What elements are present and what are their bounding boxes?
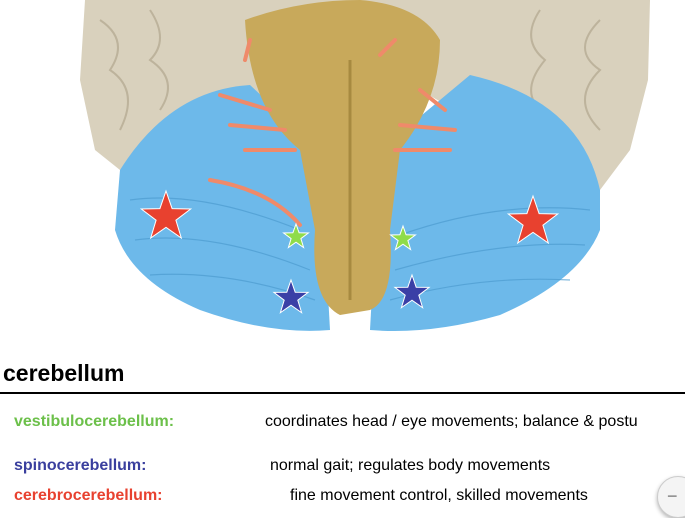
desc-cerebrocerebellum: fine movement control, skilled movements [290,487,588,504]
cerebellum-right-lobe [370,75,600,331]
term-cerebrocerebellum: cerebrocerebellum: [14,487,163,504]
cerebellum-left-lobe [115,85,330,331]
cerebrum-folds [99,9,602,131]
cranial-nerves [208,38,457,227]
cerebrum [80,0,650,190]
spinocerebellum-star-right [393,273,431,309]
cerebellum-illustration [80,0,650,331]
cerebrocerebellum-star-left [139,189,193,240]
zoom-out-button[interactable]: − [657,476,685,518]
brainstem [245,0,440,315]
spinocerebellum-star-left [272,278,310,314]
vestibulocerebellum-star-right [389,224,417,251]
section-title: cerebellum [3,360,125,386]
term-vestibulocerebellum: vestibulocerebellum: [14,413,175,430]
desc-vestibulocerebellum: coordinates head / eye movements; balanc… [265,413,638,430]
desc-spinocerebellum: normal gait; regulates body movements [270,457,551,474]
term-spinocerebellum: spinocerebellum: [14,457,147,474]
vestibulocerebellum-star-left [282,222,310,249]
minus-icon: − [667,486,678,506]
divider [0,392,685,394]
cerebrocerebellum-star-right [506,194,560,245]
